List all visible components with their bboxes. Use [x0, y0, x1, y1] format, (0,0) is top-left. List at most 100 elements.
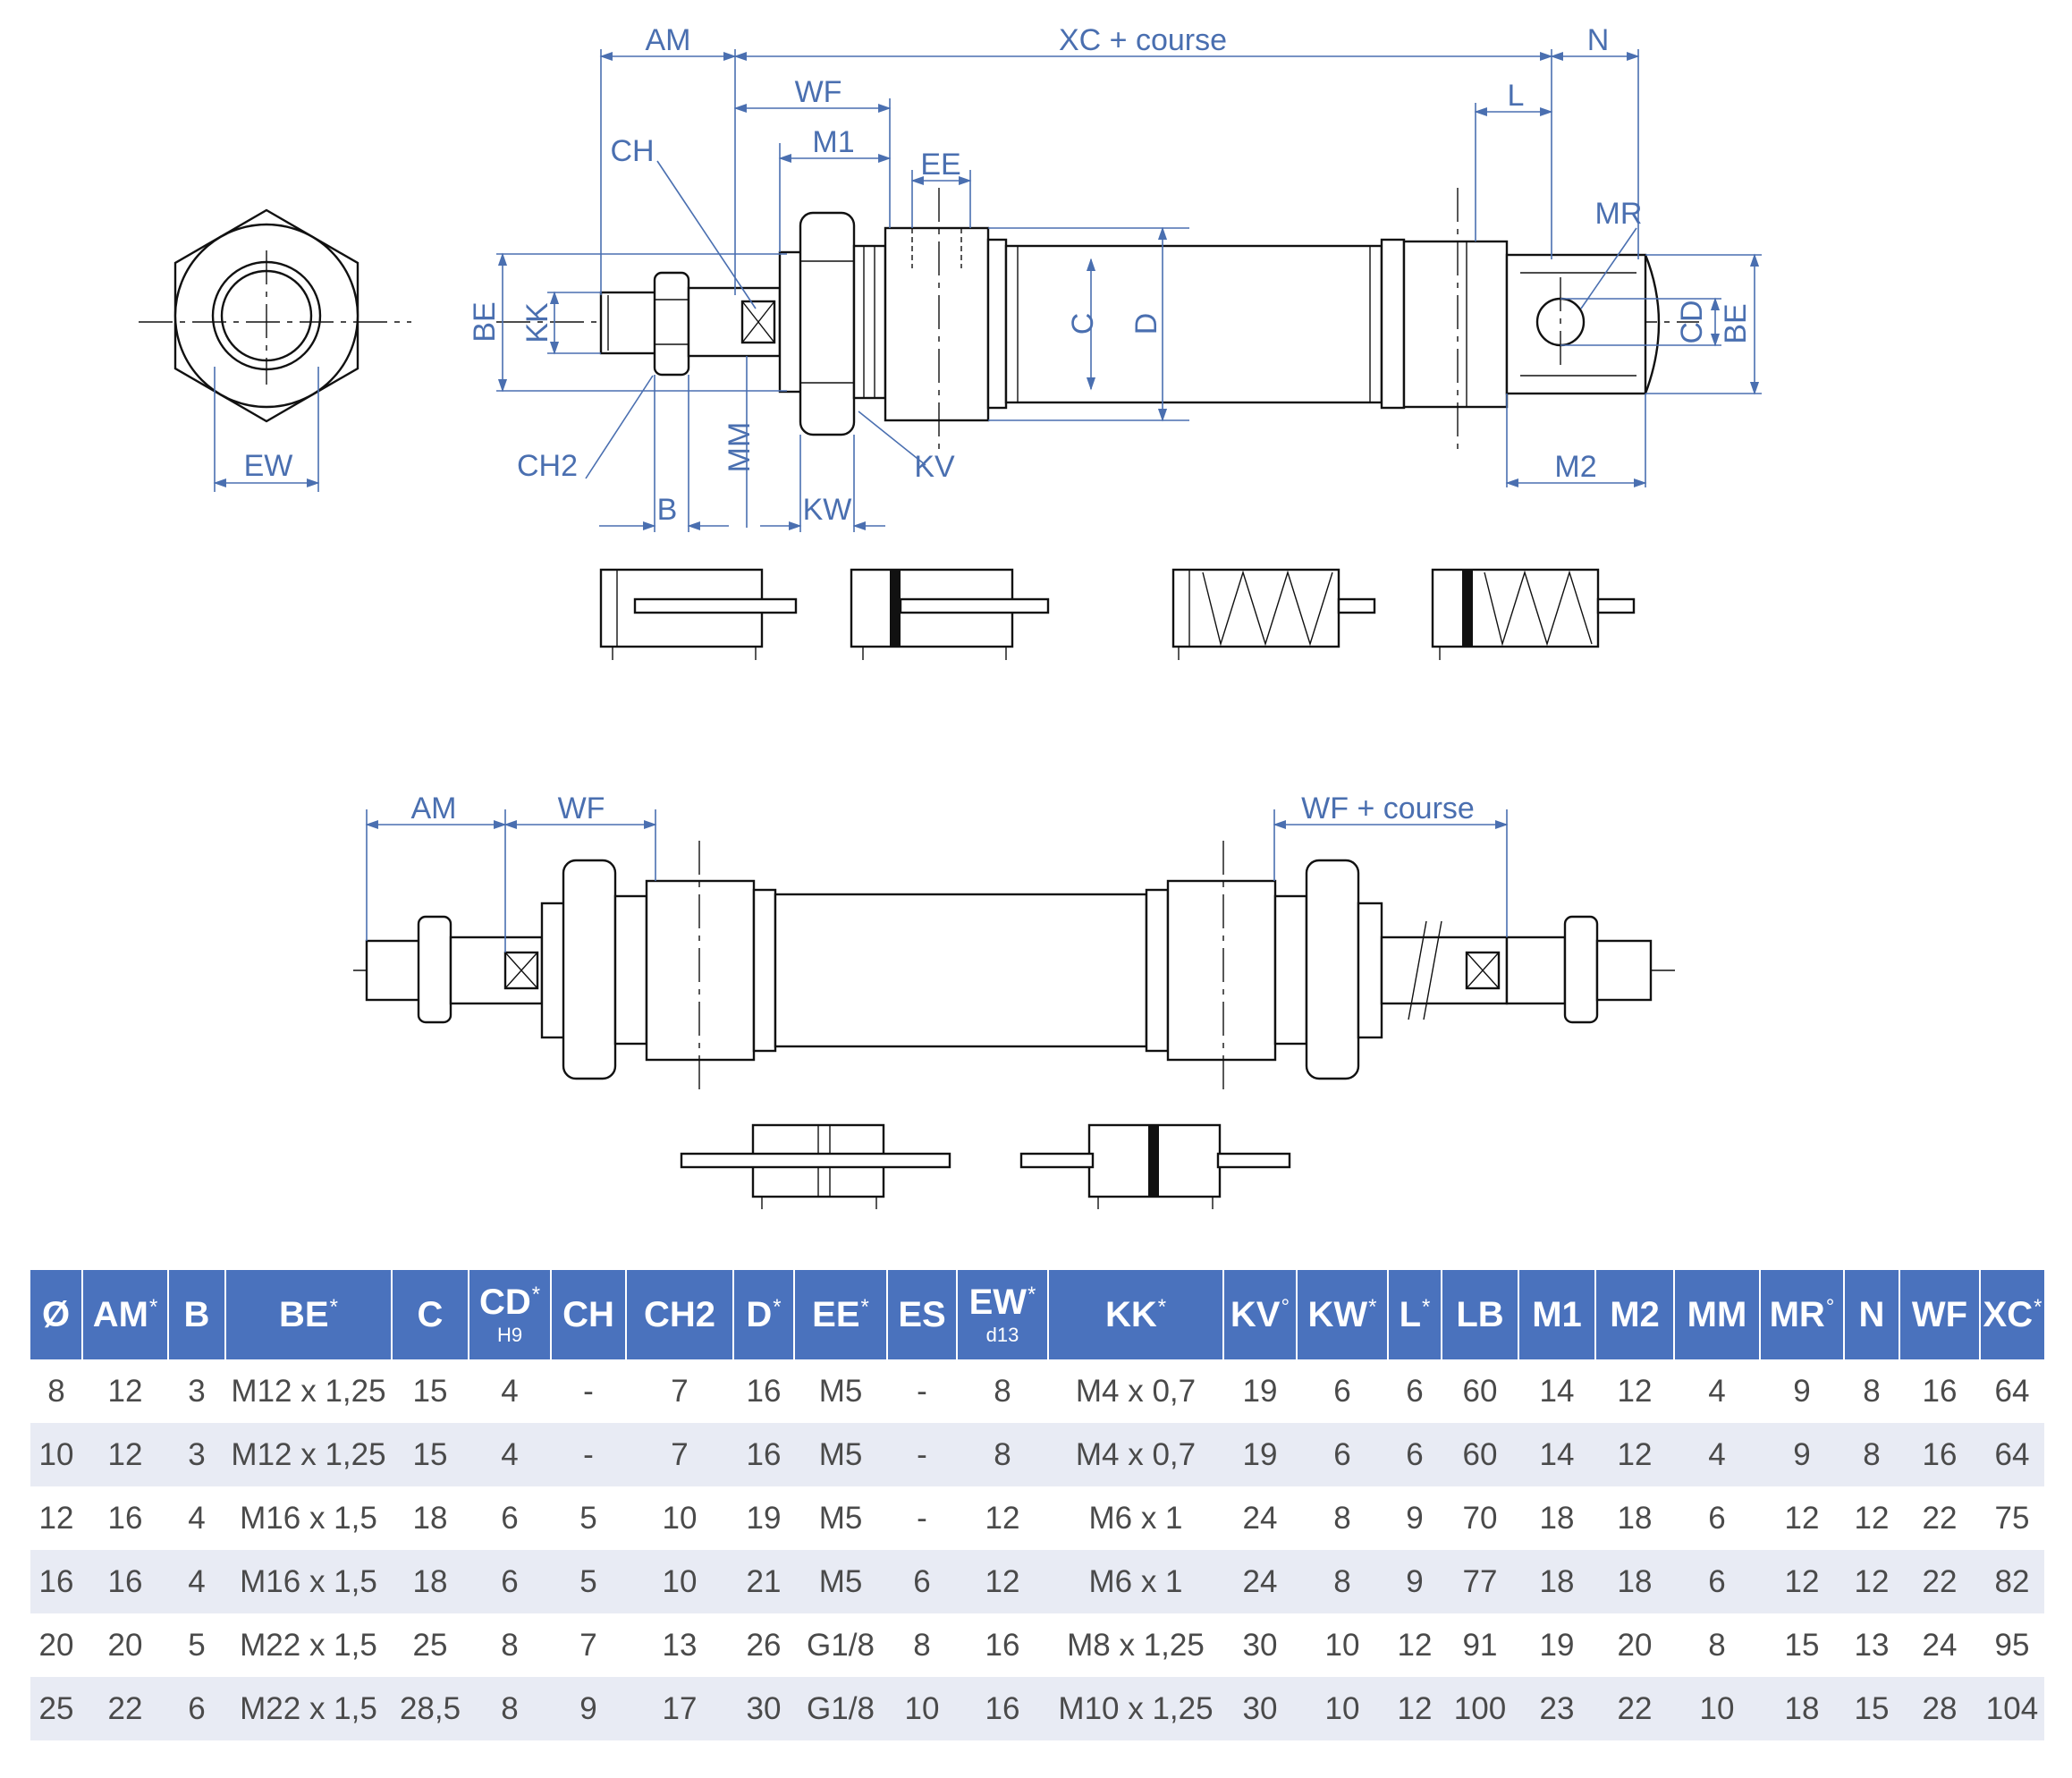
table-cell: 24	[1242, 1500, 1278, 1536]
table-cell: 4	[1708, 1373, 1726, 1409]
table-cell: 6	[1297, 1423, 1388, 1486]
table-cell: M12 x 1,25	[231, 1373, 386, 1409]
label-wf-course: WF + course	[1301, 792, 1475, 826]
column-header-suffix: *	[148, 1295, 158, 1319]
column-header: KW*	[1297, 1270, 1389, 1359]
column-header-label: ES	[898, 1295, 946, 1334]
label-d: D	[1129, 313, 1163, 335]
table-cell: 10	[626, 1550, 733, 1613]
table-cell: 26	[746, 1627, 782, 1663]
label-l: L	[1508, 79, 1525, 113]
table-cell: 18	[1617, 1500, 1653, 1536]
table-cell: M4 x 0,7	[1048, 1423, 1223, 1486]
table-cell: 64	[1994, 1373, 2030, 1409]
table-cell: 10	[887, 1677, 957, 1740]
column-header: M1	[1518, 1270, 1596, 1359]
table-cell: 8	[1708, 1627, 1726, 1663]
table-cell: M5	[794, 1423, 887, 1486]
table-cell: 12	[107, 1373, 143, 1409]
table-cell: 82	[1980, 1550, 2044, 1613]
table-cell: 12	[1397, 1627, 1433, 1663]
column-header: B	[168, 1270, 226, 1359]
table-cell: 12	[82, 1423, 168, 1486]
cylinder-side-view	[496, 188, 1699, 452]
label-mm: MM	[723, 422, 757, 473]
table-cell: 20	[107, 1627, 143, 1663]
column-header: KV°	[1223, 1270, 1298, 1359]
label-m2: M2	[1554, 450, 1596, 484]
table-cell: M12 x 1,25	[225, 1423, 392, 1486]
table-cell: 12	[38, 1500, 74, 1536]
table-cell: 4	[501, 1373, 519, 1409]
table-cell: M10 x 1,25	[1048, 1677, 1223, 1740]
label-be-right: BE	[1719, 303, 1753, 343]
table-cell: G1/8	[794, 1677, 887, 1740]
column-header-label: KK	[1104, 1295, 1157, 1334]
table-cell: 19	[1539, 1627, 1575, 1663]
table-cell: -	[887, 1423, 957, 1486]
column-header-label: B	[183, 1295, 210, 1334]
table-cell: -	[917, 1500, 927, 1536]
label-ew: EW	[244, 449, 293, 483]
table-cell: 16	[30, 1550, 82, 1613]
table-cell: 15	[1784, 1627, 1820, 1663]
table-cell: 10	[1324, 1627, 1360, 1663]
table-cell: 14	[1539, 1373, 1575, 1409]
table-cell: 25	[30, 1677, 82, 1740]
table-cell: 12	[1388, 1677, 1442, 1740]
label-n: N	[1587, 23, 1610, 57]
table-cell: 9	[1760, 1423, 1844, 1486]
table-cell: 95	[1994, 1627, 2030, 1663]
column-header-suffix: *	[773, 1295, 782, 1319]
table-cell: 4	[1674, 1423, 1760, 1486]
table-cell: 15	[412, 1373, 448, 1409]
table-cell: M4 x 0,7	[1075, 1373, 1197, 1409]
table-cell: 12	[1617, 1373, 1653, 1409]
table-cell: M6 x 1	[1088, 1500, 1183, 1536]
label-cd: CD	[1675, 300, 1709, 343]
table-cell: 30	[1242, 1627, 1278, 1663]
column-header: CD*H9	[469, 1270, 552, 1359]
column-header-label: N	[1858, 1295, 1885, 1334]
table-cell: -	[583, 1373, 594, 1409]
table-cell: 24	[1223, 1550, 1297, 1613]
table-cell: 16	[1899, 1423, 1980, 1486]
column-header-tolerance: H9	[496, 1324, 523, 1346]
column-header-label: MR	[1769, 1295, 1825, 1334]
table-cell: 10	[30, 1423, 82, 1486]
dimension-lines-top	[496, 49, 1762, 532]
column-header-label: M2	[1610, 1295, 1660, 1334]
label-b: B	[657, 493, 678, 527]
table-cell: 22	[1922, 1500, 1958, 1536]
table-cell: 16	[746, 1373, 782, 1409]
table-cell: 6	[469, 1550, 551, 1613]
table-cell: 6	[1388, 1423, 1442, 1486]
column-header-tolerance: d13	[985, 1324, 1019, 1346]
table-cell: 10	[1674, 1677, 1760, 1740]
table-cell: 5	[579, 1500, 597, 1536]
table-cell: 10	[1297, 1677, 1388, 1740]
table-cell: 12	[957, 1550, 1048, 1613]
table-cell: 6	[1406, 1373, 1424, 1409]
table-cell: 30	[733, 1677, 794, 1740]
table-cell: 9	[1388, 1550, 1442, 1613]
table-cell: 18	[1539, 1500, 1575, 1536]
column-header-suffix: *	[1028, 1283, 1036, 1307]
column-header-label: D	[746, 1295, 773, 1334]
column-header: LB	[1442, 1270, 1519, 1359]
table-cell: 14	[1518, 1423, 1595, 1486]
table-cell: 28	[1899, 1677, 1980, 1740]
column-header: EW*d13	[957, 1270, 1049, 1359]
label-ee: EE	[920, 148, 960, 182]
table-cell: 6	[887, 1550, 957, 1613]
column-header-label: LB	[1456, 1295, 1504, 1334]
column-header-label: MM	[1687, 1295, 1747, 1334]
table-cell: 3	[168, 1423, 225, 1486]
table-cell: 6	[1674, 1550, 1760, 1613]
end-view	[139, 208, 411, 492]
label-kk: KK	[520, 302, 554, 343]
table-cell: 12	[985, 1500, 1020, 1536]
label-c: C	[1066, 313, 1100, 335]
